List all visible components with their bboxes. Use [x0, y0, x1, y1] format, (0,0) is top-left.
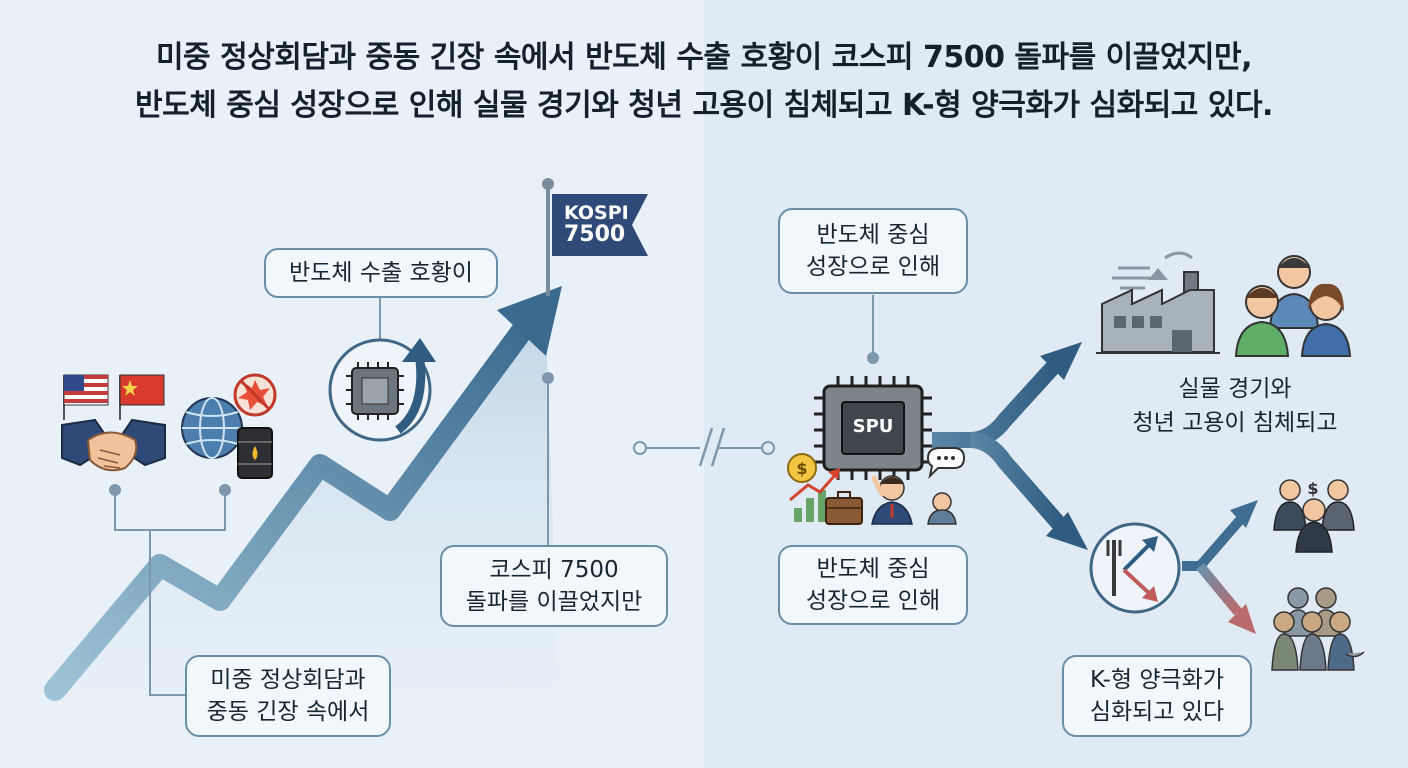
rising-arrow — [44, 286, 562, 701]
headline-line-1: 미중 정상회담과 중동 긴장 속에서 반도체 수출 호황이 코스피 7500 돌… — [155, 40, 1253, 75]
chip-growth-top-line-1: 반도체 중심 — [816, 222, 930, 248]
economy-stagnation-text: 실물 경기와 청년 고용이 침체되고 — [1090, 372, 1380, 440]
k-branch-arrows — [1182, 500, 1258, 634]
kospi-breakthrough-line-1: 코스피 7500 — [489, 557, 619, 583]
headline: 미중 정상회담과 중동 긴장 속에서 반도체 수출 호황이 코스피 7500 돌… — [0, 34, 1408, 130]
worried-people-icon — [1234, 255, 1352, 357]
chip-growth-top-callout: 반도체 중심 성장으로 인해 — [778, 208, 968, 294]
headline-line-2: 반도체 중심 성장으로 인해 실물 경기와 청년 고용이 침체되고 K-형 양극… — [135, 88, 1273, 123]
speech-bubble-icon — [926, 447, 966, 525]
kospi-breakthrough-line-2: 돌파를 이끌었지만 — [465, 589, 643, 615]
oil-barrel-icon — [237, 427, 273, 479]
growth-area — [55, 300, 560, 740]
summit-tension-callout: 미중 정상회담과 중동 긴장 속에서 — [185, 655, 391, 737]
kospi-flag — [542, 178, 648, 296]
summit-tension-line-1: 미중 정상회담과 — [210, 667, 366, 693]
factory-icon — [1096, 251, 1220, 354]
chip-growth-top-line-2: 성장으로 인해 — [805, 254, 941, 280]
branch-arrows — [932, 342, 1088, 550]
kospi-flag-line-1: KOSPI — [564, 202, 629, 224]
kospi-flag-label: KOSPI 7500 — [564, 202, 629, 246]
k-shape-line-1: K-형 양극화가 — [1089, 667, 1225, 693]
struggling-group-icon — [1271, 587, 1365, 671]
stressed-worker-icon — [871, 475, 913, 525]
handshake-icon — [61, 418, 166, 472]
chip-growth-bottom-line-1: 반도체 중심 — [816, 556, 930, 582]
kospi-breakthrough-callout: 코스피 7500 돌파를 이끌었지만 — [440, 545, 668, 627]
broken-connector — [633, 427, 775, 467]
chip-label: SPU — [852, 416, 894, 437]
k-shape-line-2: 심화되고 있다 — [1089, 699, 1225, 725]
china-flag-icon — [119, 374, 165, 420]
chip-growth-bottom-callout: 반도체 중심 성장으로 인해 — [778, 545, 968, 625]
export-boom-text: 반도체 수출 호황이 — [289, 260, 473, 286]
briefcase-icon — [825, 491, 863, 525]
left-connectors — [109, 298, 554, 696]
right-connectors — [867, 295, 879, 364]
svg-text:$: $ — [1307, 479, 1318, 498]
chip-up-arrow-icon — [328, 338, 436, 442]
explosion-icon — [233, 373, 277, 417]
globe-icon — [181, 397, 243, 459]
money-chart-icon: $ — [787, 453, 840, 522]
k-shape-polarization-callout: K-형 양극화가 심화되고 있다 — [1062, 655, 1252, 737]
export-boom-callout: 반도체 수출 호황이 — [264, 248, 498, 298]
wealthy-group-icon: $ — [1273, 479, 1355, 553]
economy-stagnation-line-1: 실물 경기와 — [1178, 376, 1292, 402]
us-flag-icon — [63, 374, 109, 420]
summit-tension-line-2: 중동 긴장 속에서 — [206, 699, 370, 725]
economy-stagnation-line-2: 청년 고용이 침체되고 — [1132, 410, 1338, 436]
fork-k-icon — [1089, 522, 1181, 614]
chip-growth-bottom-line-2: 성장으로 인해 — [805, 588, 941, 614]
svg-text:$: $ — [796, 459, 807, 478]
kospi-flag-line-2: 7500 — [564, 222, 626, 247]
